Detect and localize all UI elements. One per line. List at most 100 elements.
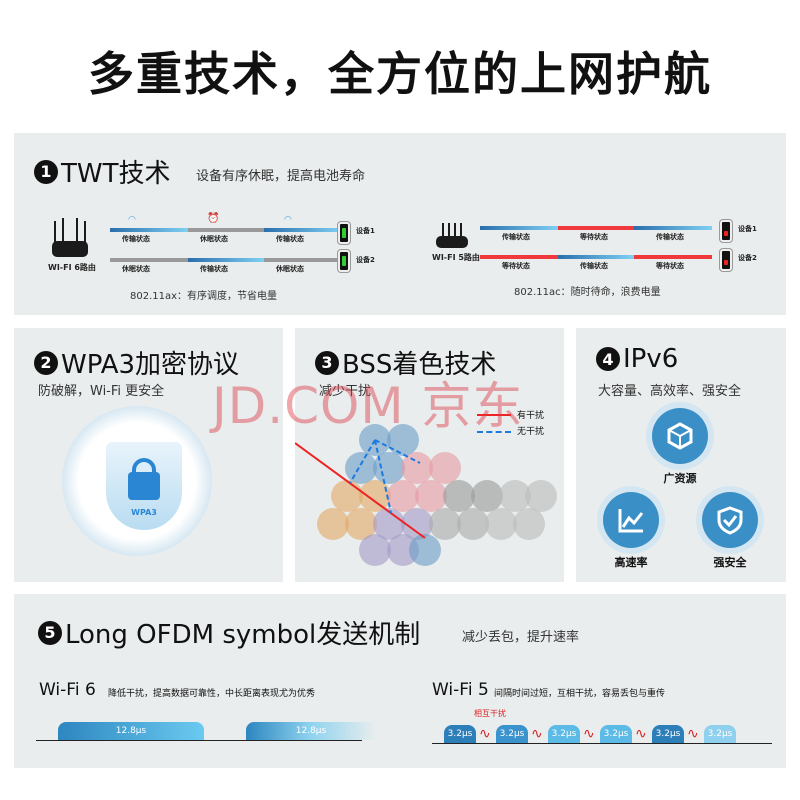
lock-icon — [132, 458, 156, 472]
alarm-clock-icon: ⏰ — [207, 213, 220, 224]
bss-title: BSS着色技术 — [342, 350, 497, 380]
bss-cells-diagram — [295, 424, 557, 566]
bss-cell — [485, 508, 517, 540]
legend-no-interference: 无干扰 — [517, 427, 545, 437]
wifi5-caption: 802.11ac：随时待命，浪费电量 — [514, 287, 661, 298]
symbol-block: 3.2μs — [652, 725, 684, 743]
wpa3-badge: WPA3 — [131, 508, 157, 517]
wpa3-panel: 2 WPA3加密协议 防破解，Wi-Fi 更安全 WPA3 — [14, 328, 283, 582]
cube-icon — [652, 408, 708, 464]
bss-subtitle: 减少干扰 — [319, 384, 372, 399]
symbol-block: 12.8μs — [246, 722, 376, 740]
device1-label: 设备1 — [738, 225, 757, 233]
symbol-block: 3.2μs — [444, 725, 476, 743]
bss-cell — [373, 508, 405, 540]
number-badge: 2 — [34, 350, 58, 375]
bss-cell — [513, 508, 545, 540]
bss-cell — [471, 480, 503, 512]
ofdm-subtitle: 减少丢包，提升速率 — [462, 630, 580, 645]
ipv6-item-label: 高速率 — [614, 556, 648, 569]
bss-cell — [373, 452, 405, 484]
state-label: 等待状态 — [502, 262, 530, 270]
bss-cell — [359, 534, 391, 566]
twt-title: TWT技术 — [61, 159, 171, 189]
bss-cell — [359, 480, 391, 512]
wifi5-desc: 间隔时间过短，互相干扰，容易丢包与重传 — [494, 689, 666, 699]
ofdm-heading: 5 Long OFDM symbol发送机制 — [38, 614, 420, 651]
state-label: 传输状态 — [200, 265, 228, 273]
bss-panel: 3 BSS着色技术 减少干扰 有干扰 无干扰 — [295, 328, 564, 582]
bss-cell — [415, 480, 447, 512]
device2-label: 设备2 — [738, 254, 757, 262]
no-interference-line — [349, 439, 376, 484]
twt-panel: 1 TWT技术 设备有序休眠，提高电池寿命 WI-FI 6路由 传输状态 休眠状… — [14, 133, 786, 315]
no-interference-arrow-icon — [477, 431, 511, 433]
state-label: 休眠状态 — [276, 265, 304, 273]
wifi-icon: ◠ — [284, 215, 292, 225]
ipv6-item-label: 强安全 — [713, 556, 747, 569]
page-title: 多重技术，全方位的上网护航 — [88, 47, 712, 101]
interference-label: 相互干扰 — [474, 709, 506, 718]
bss-cell — [345, 452, 377, 484]
bss-cell — [401, 508, 433, 540]
bss-cell — [345, 508, 377, 540]
no-interference-line — [374, 439, 421, 464]
no-interference-line — [374, 439, 392, 514]
interference-arrow-icon — [477, 414, 511, 416]
wifi6-label: Wi-Fi 6 — [39, 680, 96, 700]
wifi-icon: ◠ — [128, 215, 136, 225]
bss-cell — [317, 508, 349, 540]
wifi6-router-label: WI-FI 6路由 — [48, 263, 96, 272]
ipv6-panel: 4 IPv6 大容量、高效率、强安全 广资源 高速率 强安全 — [576, 328, 786, 582]
wpa3-heading: 2 WPA3加密协议 — [34, 344, 239, 381]
ipv6-subtitle: 大容量、高效率、强安全 — [598, 384, 742, 399]
interference-line — [295, 442, 426, 539]
ipv6-heading: 4 IPv6 — [596, 344, 678, 374]
interference-wave-icon: ∿ — [687, 726, 699, 742]
bss-cell — [525, 480, 557, 512]
wpa3-subtitle: 防破解，Wi-Fi 更安全 — [38, 384, 165, 399]
state-label: 休眠状态 — [122, 265, 150, 273]
symbol-block: 3.2μs — [496, 725, 528, 743]
twt-heading: 1 TWT技术 — [34, 153, 170, 190]
bss-cell — [401, 452, 433, 484]
ofdm-title: Long OFDM symbol发送机制 — [65, 620, 421, 650]
state-label: 传输状态 — [122, 235, 150, 243]
state-label: 传输状态 — [276, 235, 304, 243]
legend-interference: 有干扰 — [517, 411, 545, 421]
interference-wave-icon: ∿ — [583, 726, 595, 742]
wifi6-caption: 802.11ax：有序调度，节省电量 — [130, 291, 278, 302]
state-label: 传输状态 — [580, 262, 608, 270]
wifi6-timeline-axis — [36, 740, 362, 741]
phone-battery-icon — [719, 219, 733, 243]
state-label: 等待状态 — [656, 262, 684, 270]
wifi6-desc: 降低干扰，提高数据可靠性，中长距离表现尤为优秀 — [108, 689, 316, 699]
ipv6-item-label: 广资源 — [663, 472, 697, 485]
shield-check-icon — [702, 492, 758, 548]
phone-battery-icon — [719, 248, 733, 272]
number-badge: 3 — [315, 350, 339, 375]
bss-cell — [387, 534, 419, 566]
device2-label: 设备2 — [356, 256, 375, 264]
bss-cell — [409, 534, 441, 566]
number-badge: 4 — [596, 347, 620, 371]
symbol-block: 3.2μs — [548, 725, 580, 743]
bss-cell — [443, 480, 475, 512]
phone-battery-icon — [337, 221, 351, 245]
ipv6-title: IPv6 — [623, 344, 679, 374]
twt-subtitle: 设备有序休眠，提高电池寿命 — [196, 169, 366, 184]
bss-cell — [387, 424, 419, 456]
symbol-block: 3.2μs — [704, 725, 736, 743]
number-badge: 5 — [38, 620, 62, 645]
wifi5-label: Wi-Fi 5 — [432, 680, 489, 700]
state-label: 等待状态 — [580, 233, 608, 241]
speed-chart-icon — [603, 492, 659, 548]
phone-battery-icon — [337, 249, 351, 273]
state-label: 休眠状态 — [200, 235, 228, 243]
state-label: 传输状态 — [502, 233, 530, 241]
state-label: 传输状态 — [656, 233, 684, 241]
bss-cell — [387, 480, 419, 512]
bss-cell — [429, 508, 461, 540]
device1-label: 设备1 — [356, 227, 375, 235]
wifi5-router-label: WI-FI 5路由 — [432, 253, 480, 262]
